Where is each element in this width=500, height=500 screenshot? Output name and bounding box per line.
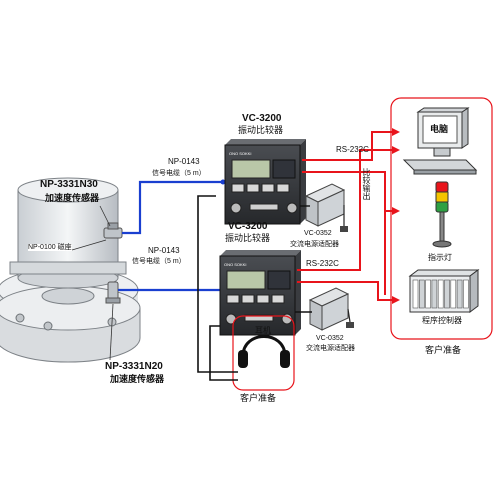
- pc-icon: [402, 107, 478, 175]
- plc-slot: [425, 279, 431, 309]
- leader-mount-base: [71, 239, 107, 251]
- sensor-bottom-model: NP-3331N20: [105, 361, 163, 372]
- comparator-top-model: VC-3200: [242, 113, 282, 124]
- signal-lamp-icon: [432, 181, 452, 248]
- cable-top-model: NP-0143: [168, 157, 200, 166]
- headphone-label: 耳机: [255, 326, 271, 335]
- plc-slot: [450, 279, 457, 309]
- customer-box-bottom: [232, 315, 295, 391]
- rs232-line-top: [302, 128, 400, 161]
- rs232-line-bottom: [297, 146, 400, 271]
- customer-box-right: [390, 97, 493, 340]
- mount-base-label: NP-0100 磁座: [28, 244, 72, 251]
- comparator-bottom-device: [219, 250, 301, 336]
- plc-slot: [444, 279, 450, 309]
- sensor-bottom-type: 加速度传感器: [110, 374, 165, 384]
- ac-adapter-top-icon: [304, 183, 348, 232]
- ac-adapter-bottom-icon: [308, 287, 354, 331]
- output-line-bottom: [297, 281, 400, 304]
- lamp-label: 指示灯: [428, 253, 452, 262]
- machine-illustration: [0, 177, 141, 363]
- customer-prep-right-label: 客户准备: [425, 345, 462, 355]
- sensor-top-type: 加速度传感器: [45, 193, 100, 203]
- headphone-cable-bottom: [209, 325, 238, 381]
- leader-sensor-top: [99, 205, 111, 227]
- plc-slot: [437, 279, 444, 309]
- sensor-bottom-icon: [105, 281, 121, 304]
- plc-slot: [431, 279, 438, 309]
- plc-slot: [412, 279, 419, 309]
- comparator-top-name: 振动比较器: [238, 125, 284, 135]
- leader-sensor-bottom: [109, 303, 114, 361]
- comparator-top-brand: ONO SOKKI: [229, 151, 251, 156]
- adapter-top-model: VC-0352: [304, 230, 332, 237]
- compare-output-label: 比较输出: [362, 168, 371, 200]
- cable-top-desc: 信号电缆（5 m）: [152, 170, 206, 177]
- adapter-bottom-name: 交流电源适配器: [306, 345, 355, 352]
- customer-prep-bottom-label: 客户准备: [240, 393, 277, 403]
- plc-slot: [463, 279, 469, 309]
- cable-bottom-desc: 信号电缆（5 m）: [132, 258, 186, 265]
- headphone-icon: [238, 335, 290, 368]
- rs232-bottom-label: RS-232C: [306, 259, 339, 268]
- adapter-bottom-model: VC-0352: [316, 335, 344, 342]
- sensor-top-icon: [103, 222, 123, 239]
- rs232-top-label: RS-232C: [336, 145, 369, 154]
- comparator-bottom-model: VC-3200: [228, 221, 268, 232]
- signal-cable-top: [122, 180, 225, 235]
- adapter-top-name: 交流电源适配器: [290, 241, 339, 248]
- pc-label: 电脑: [430, 124, 449, 134]
- plc-slots: [412, 279, 469, 309]
- comparator-bottom-brand: ONO SOKKI: [224, 262, 246, 267]
- plc-slot: [456, 279, 463, 309]
- headphone-cable-top: [197, 195, 238, 373]
- plc-slot: [418, 279, 425, 309]
- comparator-top-device: [224, 139, 306, 225]
- comparator-bottom-name: 振动比较器: [225, 233, 271, 243]
- sensor-top-model: NP-3331N30: [40, 179, 98, 190]
- plc-label: 程序控制器: [422, 316, 462, 325]
- cable-bottom-model: NP-0143: [148, 246, 180, 255]
